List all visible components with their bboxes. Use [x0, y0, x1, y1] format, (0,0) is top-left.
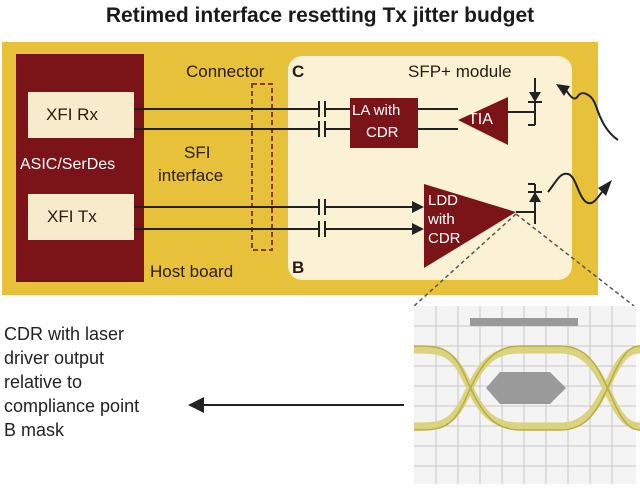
tx-arrow-1 [412, 201, 424, 213]
label-tia: TIA [468, 111, 493, 128]
label-point-c: C [292, 62, 305, 81]
tx-fiber-wave [547, 172, 603, 205]
caption-line: compliance point [4, 396, 140, 416]
zoom-line-right [515, 213, 635, 307]
caption-arrow-head [188, 397, 204, 413]
label-point-b: B [292, 258, 305, 277]
label-xfi-rx: XFI Rx [46, 105, 98, 124]
label-ldd-1: LDD [428, 192, 459, 209]
label-asic: ASIC/SerDes [20, 156, 116, 173]
label-xfi-tx: XFI Tx [47, 207, 97, 226]
rx-fiber-arrow [556, 84, 570, 96]
eye-diagram [413, 306, 640, 484]
laser-diode-icon [529, 192, 541, 202]
label-connector: Connector [186, 62, 265, 81]
tx-fiber-arrow [598, 180, 612, 196]
photodiode-icon [529, 92, 541, 102]
connector-outline [251, 83, 273, 251]
label-sfi-1: SFI [184, 143, 211, 162]
caption-line: CDR with laser [4, 324, 125, 344]
caption-line: driver output [4, 348, 105, 368]
diagram-title: Retimed interface resetting Tx jitter bu… [105, 4, 535, 27]
caption-line: B mask [4, 420, 65, 440]
label-sfi-2: interface [158, 166, 224, 185]
eye-center-mask [486, 372, 566, 404]
label-sfp-module: SFP+ module [408, 62, 512, 81]
rx-fiber-wave [565, 89, 619, 141]
label-host-board: Host board [150, 262, 234, 281]
eye-caption: CDR with laser driver output relative to… [4, 322, 184, 442]
eye-top-mask [470, 318, 578, 326]
ldd-cdr-driver [424, 184, 516, 268]
label-la-1: LA with [352, 102, 401, 119]
xfi-rx-box [28, 92, 134, 138]
xfi-tx-box [28, 194, 134, 240]
tia-amplifier [458, 97, 508, 145]
zoom-line-left [413, 213, 517, 307]
label-la-2: CDR [366, 124, 399, 141]
label-ldd-2: with [428, 211, 455, 228]
label-ldd-3: CDR [428, 230, 461, 247]
caption-line: relative to [4, 372, 83, 392]
la-cdr-block [350, 98, 418, 148]
tx-arrow-2 [412, 223, 424, 235]
